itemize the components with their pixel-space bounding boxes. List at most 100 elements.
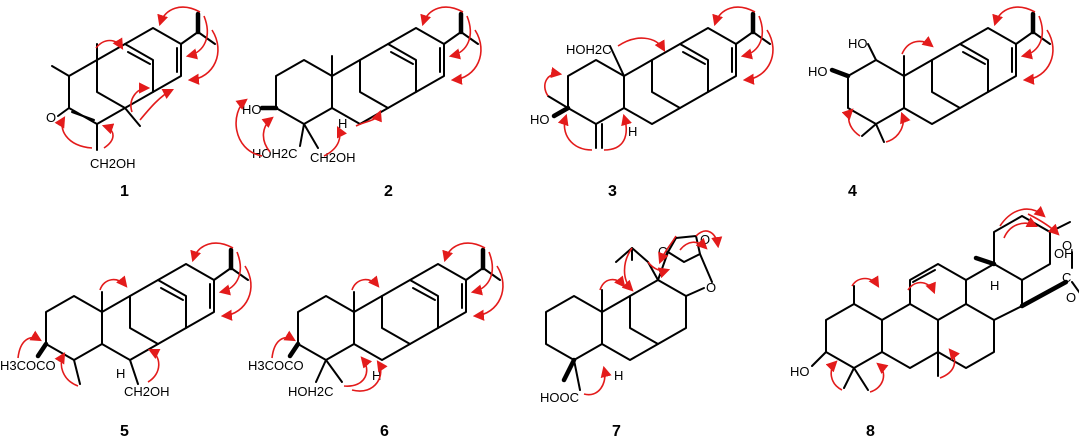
compound-8-hmbc-arrow <box>851 275 880 288</box>
compound-8-bonds <box>811 215 1079 391</box>
compound-3-hmbc-arrow <box>544 67 563 97</box>
compound-7-hmbc-arrow <box>621 247 634 292</box>
compound-4-label-ho-1: HO <box>848 36 868 51</box>
compound-2-label-h: H <box>338 116 347 131</box>
compound-6-hmbc-arrow <box>343 356 373 387</box>
compound-1-number: 1 <box>120 183 129 200</box>
compound-7-hmbc-arrow <box>647 261 671 279</box>
compound-7-bonds <box>545 235 713 391</box>
compound-7-label-o-ring: O <box>658 244 668 259</box>
compound-5-hmbc-arrow <box>17 330 42 359</box>
compound-8-label-o-carbonyl: O <box>1066 290 1076 305</box>
compound-6-hmbc-arrow <box>442 242 486 263</box>
compound-2-hmbc-arrow <box>235 98 263 157</box>
compound-8-number: 8 <box>866 423 875 440</box>
compound-5-correlation-arrows <box>17 242 252 387</box>
compound-3-hmbc-arrow <box>603 113 632 151</box>
compound-2-number: 2 <box>384 183 393 200</box>
compound-5-label-h: H <box>116 366 125 381</box>
compound-6-hmbc-arrow <box>351 275 380 291</box>
compound-3-hmbc-arrow <box>742 29 774 85</box>
compound-1-label-o: O <box>46 110 56 125</box>
compound-1-hmbc-arrow <box>139 88 175 121</box>
compound-1-bonds <box>51 11 216 151</box>
compound-3-hmbc-arrow <box>617 37 666 52</box>
compound-3-label-ho: HO <box>530 112 550 127</box>
compound-4-hmbc-arrow <box>1020 15 1044 60</box>
compound-8-hmbc-arrow <box>939 348 960 379</box>
compound-5-number: 5 <box>120 423 129 440</box>
compound-7-structure: O O O HOOC H 7 <box>540 230 723 440</box>
compound-8-label-o-bridge: O <box>1062 238 1072 253</box>
compound-7-hmbc-arrow <box>658 235 677 265</box>
compound-1-hmbc-arrow <box>187 29 219 85</box>
compound-2-hmbc-arrow <box>355 109 382 127</box>
compound-8-hmbc-arrow <box>1003 216 1039 239</box>
compound-1-hmbc-arrow <box>54 116 93 149</box>
compound-4-hmbc-arrow <box>992 6 1036 27</box>
compound-2-bonds <box>259 11 479 149</box>
compound-6-correlation-arrows <box>271 242 504 392</box>
compound-7-hmbc-arrow <box>679 237 708 251</box>
compound-3-correlation-arrows <box>544 6 774 151</box>
compound-6-label-h: H <box>372 368 381 383</box>
compound-4-hmbc-arrow <box>901 36 934 55</box>
compound-5-hmbc-arrow <box>220 265 252 321</box>
compound-6-label-hoh2c: HOH2C <box>288 384 334 399</box>
compound-6-number: 6 <box>380 423 389 440</box>
compound-8-label-c: C <box>1062 270 1071 285</box>
compound-2-label-ch2oh: CH2OH <box>310 150 356 165</box>
compound-6-hmbc-arrow <box>271 330 296 359</box>
compound-3-hmbc-arrow <box>712 6 756 27</box>
compound-6-structure: H3COCO HOH2C H 6 <box>248 242 504 440</box>
compound-8-label-ho: HO <box>790 364 810 379</box>
compound-5-label-h3coco: H3COCO <box>0 358 56 373</box>
compound-1-hmbc-arrow <box>101 123 115 149</box>
compound-2-structure: HO H HOH2C CH2OH 2 <box>235 6 482 200</box>
compound-1-hmbc-arrow <box>185 15 209 60</box>
compound-2-hmbc-arrow <box>261 116 274 153</box>
compound-3-structure: HOH2C HO H 3 <box>530 6 774 200</box>
compound-1-label-ch2oh: CH2OH <box>90 156 136 171</box>
compound-7-hmbc-arrow <box>695 230 723 249</box>
compound-7-hmbc-arrow <box>583 365 612 396</box>
compound-8-hmbc-arrow <box>999 205 1046 227</box>
compound-4-hmbc-arrow <box>1022 29 1054 85</box>
compound-8-label-h: H <box>990 278 999 293</box>
compound-2-label-ho: HO <box>242 102 262 117</box>
compound-5-structure: H3COCO H CH2OH 5 <box>0 242 252 440</box>
compound-7-correlation-arrows <box>583 230 723 396</box>
compound-4-structure: HO HO 4 <box>808 6 1054 200</box>
compound-4-correlation-arrows <box>841 6 1054 143</box>
compound-4-number: 4 <box>848 183 857 200</box>
compound-6-hmbc-arrow <box>472 265 504 321</box>
compound-8-correlation-arrows <box>825 205 1060 393</box>
compound-2-hmbc-arrow <box>323 125 348 157</box>
compound-1-structure: O CH2OH 1 <box>46 6 219 200</box>
compound-2-hmbc-arrow <box>448 15 472 60</box>
compound-3-hmbc-arrow <box>740 15 764 60</box>
compound-7-label-h: H <box>614 368 623 383</box>
compound-8-hmbc-arrow <box>825 360 843 391</box>
compound-2-hmbc-arrow <box>420 6 464 27</box>
compound-3-label-h: H <box>628 124 637 139</box>
compound-7-label-o-ketone: O <box>706 280 716 295</box>
compound-5-label-ch2oh: CH2OH <box>124 384 170 399</box>
compound-5-hmbc-arrow <box>54 352 79 387</box>
compound-2-correlation-arrows <box>235 6 482 157</box>
compound-5-hmbc-arrow <box>99 275 128 291</box>
compound-2-hmbc-arrow <box>450 29 482 85</box>
compound-3-hmbc-arrow <box>557 113 593 151</box>
compound-1-hmbc-arrow <box>130 82 151 113</box>
compound-6-hmbc-arrow <box>351 360 388 392</box>
compound-8-hmbc-arrow <box>907 281 936 295</box>
compound-3-label-hoh2c: HOH2C <box>566 42 612 57</box>
compound-5-hmbc-arrow <box>147 348 161 383</box>
compound-6-bonds <box>287 247 501 383</box>
compound-7-label-hooc: HOOC <box>540 390 579 405</box>
compound-8-structure: O OH C O H HO 8 <box>790 205 1079 440</box>
compound-8-label-oh: OH <box>1054 246 1074 261</box>
compound-8-hmbc-arrow <box>1027 213 1060 236</box>
